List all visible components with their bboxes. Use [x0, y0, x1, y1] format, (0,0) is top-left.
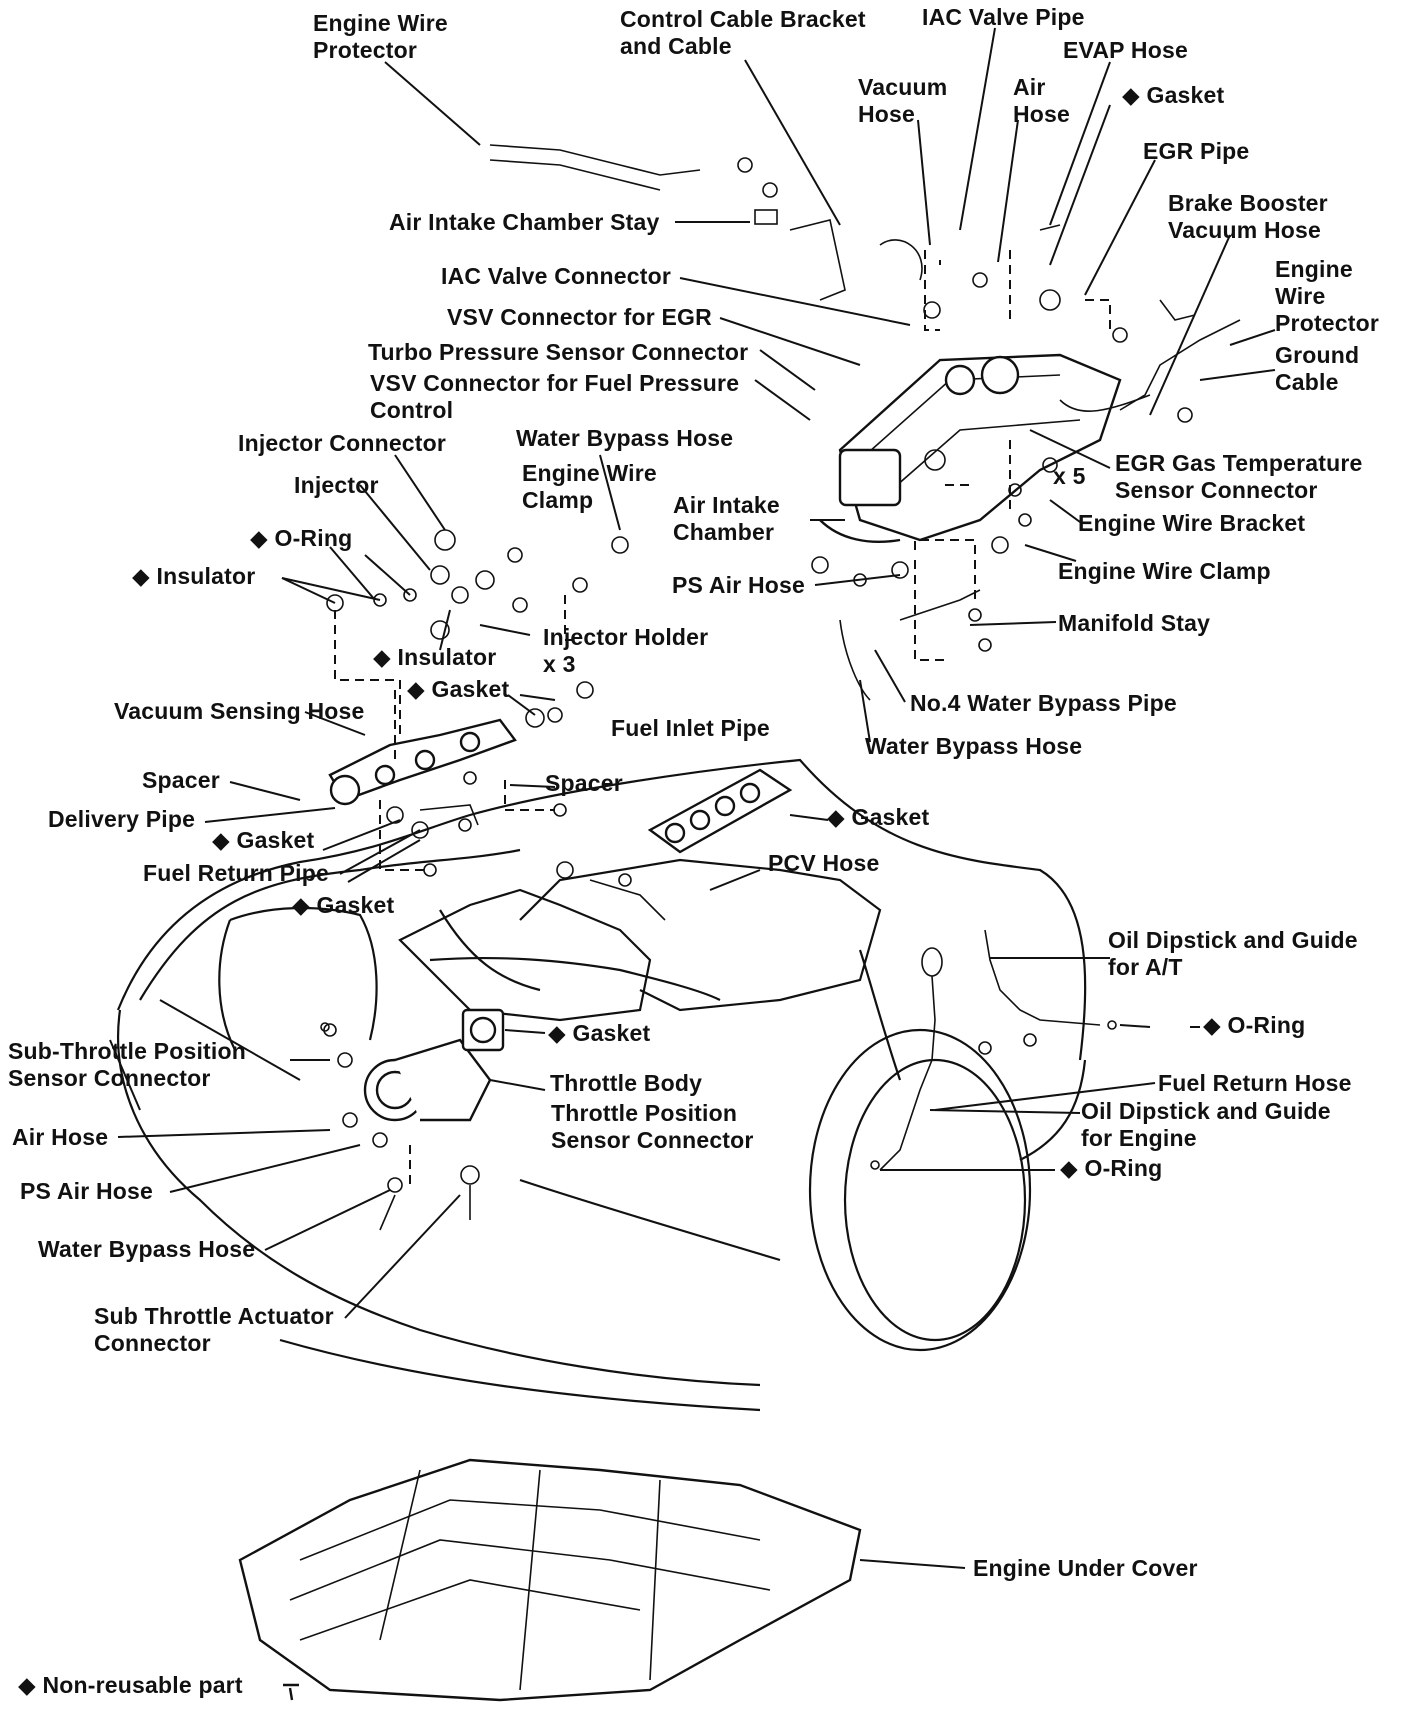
label-ground-cable: Ground Cable [1275, 342, 1360, 395]
label-brake-booster-vacuum-hose: Brake Booster Vacuum Hose [1168, 190, 1328, 243]
label-vsv-connector-egr: VSV Connector for EGR [447, 304, 712, 330]
label-water-bypass-hose-mid: Water Bypass Hose [865, 733, 1083, 759]
label-o-ring-engine: ◆ O-Ring [1060, 1155, 1163, 1181]
label-evap-hose: EVAP Hose [1063, 37, 1188, 63]
label-gasket-manifold: ◆ Gasket [827, 804, 930, 830]
label-injector-holder: Injector Holder x 3 [543, 624, 709, 677]
label-fuel-inlet-pipe: Fuel Inlet Pipe [611, 715, 770, 741]
air-intake-chamber-assembly [819, 353, 1122, 543]
label-ps-air-hose-top: PS Air Hose [672, 572, 806, 598]
small-parts [320, 144, 1241, 1231]
manifold-gasket [647, 768, 793, 854]
legend-non-reusable-part: ◆ Non-reusable part [18, 1672, 243, 1698]
leader-lines [109, 27, 1276, 1569]
label-air-intake-chamber: Air Intake Chamber [673, 492, 780, 545]
label-air-hose-bottom: Air Hose [12, 1124, 109, 1150]
label-gasket-fuel: ◆ Gasket [407, 676, 510, 702]
label-egr-pipe: EGR Pipe [1143, 138, 1250, 164]
label-egr-gas-temperature-sensor: EGR Gas Temperature Sensor Connector [1115, 450, 1363, 503]
label-engine-wire-protector-right: Engine Wire Protector [1275, 256, 1380, 336]
oil-dipstick-engine-part [879, 947, 943, 1171]
label-oil-dipstick-at: Oil Dipstick and Guide for A/T [1108, 927, 1358, 980]
label-throttle-position-sensor: Throttle Position Sensor Connector [551, 1100, 754, 1153]
label-injector: Injector [294, 472, 379, 498]
label-manifold-stay: Manifold Stay [1058, 610, 1211, 636]
label-delivery-pipe: Delivery Pipe [48, 806, 196, 832]
label-air-intake-chamber-stay: Air Intake Chamber Stay [389, 209, 660, 235]
label-water-bypass-hose-top: Water Bypass Hose [516, 425, 734, 451]
assembly-guides [334, 250, 1111, 1185]
throttle-body-part [363, 1008, 505, 1122]
oil-dipstick-at-part [984, 929, 1117, 1030]
label-throttle-body: Throttle Body [550, 1070, 703, 1096]
label-sub-throttle-actuator-connector: Sub Throttle Actuator Connector [94, 1303, 334, 1356]
car-body-outline [116, 758, 1087, 1412]
wheel-arch [808, 1028, 1032, 1352]
label-fuel-return-pipe: Fuel Return Pipe [143, 860, 329, 886]
label-pcv-hose: PCV Hose [768, 850, 880, 876]
label-vsv-connector-fuel-pressure: VSV Connector for Fuel Pressure Control [370, 370, 740, 423]
label-spacer-left: Spacer [142, 767, 220, 793]
label-insulator-2: ◆ Insulator [373, 644, 497, 670]
label-engine-under-cover: Engine Under Cover [973, 1555, 1198, 1581]
label-sub-throttle-position-sensor: Sub-Throttle Position Sensor Connector [8, 1038, 247, 1091]
label-air-hose-top: Air Hose [1013, 74, 1071, 127]
label-vacuum-hose: Vacuum Hose [858, 74, 948, 127]
label-o-ring-at: ◆ O-Ring [1203, 1012, 1306, 1038]
wheel [843, 1058, 1027, 1342]
label-vacuum-sensing-hose: Vacuum Sensing Hose [114, 698, 365, 724]
label-iac-valve-pipe: IAC Valve Pipe [922, 4, 1085, 30]
label-engine-wire-protector: Engine Wire Protector [313, 10, 448, 63]
label-control-cable-bracket: Control Cable Bracket and Cable [620, 6, 866, 59]
label-gasket-top: ◆ Gasket [1122, 82, 1225, 108]
label-gasket-return: ◆ Gasket [292, 892, 395, 918]
label-o-ring-left: ◆ O-Ring [250, 525, 353, 551]
label-engine-wire-clamp-right: Engine Wire Clamp [1058, 558, 1271, 584]
label-insulator-1: ◆ Insulator [132, 563, 256, 589]
label-fuel-return-hose: Fuel Return Hose [1158, 1070, 1352, 1096]
label-water-bypass-hose-bottom: Water Bypass Hose [38, 1236, 256, 1262]
label-no4-water-bypass-pipe: No.4 Water Bypass Pipe [910, 690, 1177, 716]
engine-under-cover-part [238, 1458, 862, 1702]
label-gasket-throttle: ◆ Gasket [548, 1020, 651, 1046]
label-turbo-pressure-sensor-connector: Turbo Pressure Sensor Connector [368, 339, 749, 365]
label-spacer-right: Spacer [545, 770, 623, 796]
delivery-pipe-assembly [328, 718, 517, 806]
label-ps-air-hose-bottom: PS Air Hose [20, 1178, 154, 1204]
label-oil-dipstick-engine: Oil Dipstick and Guide for Engine [1081, 1098, 1331, 1151]
label-engine-wire-clamp-left: Engine Wire Clamp [522, 460, 657, 513]
label-engine-wire-bracket: Engine Wire Bracket [1078, 510, 1306, 536]
label-x5: x 5 [1053, 463, 1086, 489]
label-gasket-delivery: ◆ Gasket [212, 827, 315, 853]
label-injector-connector: Injector Connector [238, 430, 447, 456]
label-iac-valve-connector: IAC Valve Connector [441, 263, 672, 289]
